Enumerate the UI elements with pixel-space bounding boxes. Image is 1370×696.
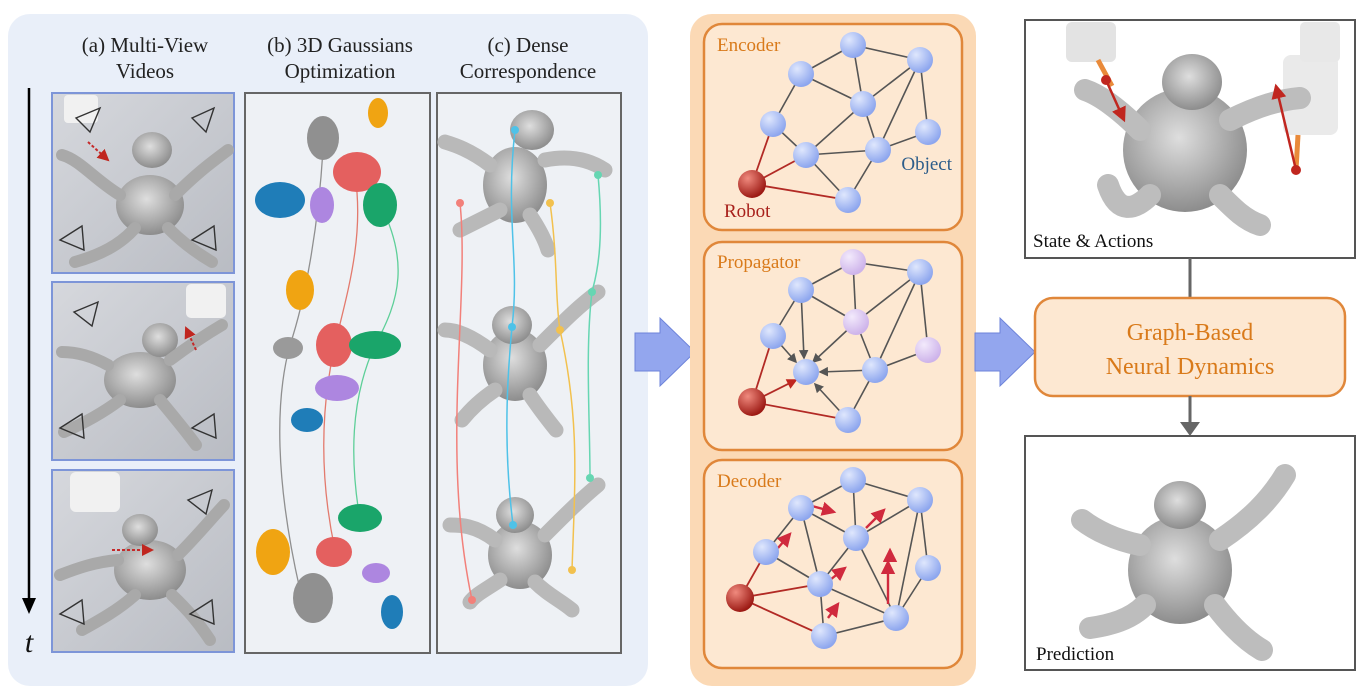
gaussian-ellipsoid bbox=[316, 537, 352, 567]
gaussian-ellipsoid bbox=[316, 323, 352, 367]
gaussian-ellipsoid bbox=[333, 152, 381, 192]
track-point bbox=[509, 521, 517, 529]
dynamics-model-box: Graph-Based Neural Dynamics bbox=[1033, 296, 1347, 398]
graph-node bbox=[840, 249, 866, 275]
gaussian-ellipsoid bbox=[293, 573, 333, 623]
graph-node bbox=[843, 309, 869, 335]
decoder-label: Decoder bbox=[717, 471, 782, 492]
graph-node bbox=[883, 605, 909, 631]
graph-node bbox=[788, 277, 814, 303]
gaussian-ellipsoid bbox=[256, 529, 290, 575]
robot-node bbox=[738, 388, 766, 416]
graph-node bbox=[865, 137, 891, 163]
state-actions-box: State & Actions bbox=[1024, 19, 1356, 259]
graph-node bbox=[840, 32, 866, 58]
graph-node bbox=[835, 407, 861, 433]
video-frame-2 bbox=[51, 281, 235, 461]
graph-node bbox=[753, 539, 779, 565]
col-a-title-line1: (a) Multi-View bbox=[82, 33, 209, 57]
graph-node bbox=[907, 487, 933, 513]
track-point bbox=[594, 171, 602, 179]
track-point bbox=[511, 126, 519, 134]
dynamics-title-line2: Neural Dynamics bbox=[1106, 354, 1275, 380]
encoder-label: Encoder bbox=[717, 35, 781, 56]
col-a-title-line2: Videos bbox=[116, 59, 174, 83]
gaussian-ellipsoid bbox=[381, 595, 403, 629]
graph-node bbox=[915, 555, 941, 581]
prediction-caption: Prediction bbox=[1036, 644, 1115, 665]
gaussian-ellipsoid bbox=[315, 375, 359, 401]
graph-node bbox=[835, 187, 861, 213]
graph-node bbox=[760, 111, 786, 137]
robot-node bbox=[738, 170, 766, 198]
dynamics-title-line1: Graph-Based bbox=[1127, 320, 1254, 346]
track-point bbox=[456, 199, 464, 207]
graph-node bbox=[807, 571, 833, 597]
col-b-title-line2: Optimization bbox=[285, 59, 396, 83]
robot-label: Robot bbox=[724, 201, 771, 222]
video-frame-1 bbox=[51, 92, 235, 274]
gaussians-box bbox=[244, 92, 431, 654]
state-actions-caption: State & Actions bbox=[1033, 231, 1153, 252]
gaussian-ellipsoid bbox=[338, 504, 382, 532]
graph-node bbox=[793, 142, 819, 168]
graph-node bbox=[850, 91, 876, 117]
graph-node bbox=[788, 61, 814, 87]
object-label: Object bbox=[901, 154, 952, 175]
gaussian-ellipsoid bbox=[286, 270, 314, 310]
track-point bbox=[586, 474, 594, 482]
decoder-box: Decoder bbox=[702, 458, 964, 670]
gaussian-ellipsoid bbox=[363, 183, 397, 227]
graph-node bbox=[788, 495, 814, 521]
gaussian-ellipsoid bbox=[362, 563, 390, 583]
graph-node bbox=[811, 623, 837, 649]
gaussian-ellipsoid bbox=[310, 187, 334, 223]
time-axis-arrowhead bbox=[22, 598, 36, 614]
track-point bbox=[546, 199, 554, 207]
gaussian-ellipsoid bbox=[349, 331, 401, 359]
flow-arrow-2 bbox=[974, 316, 1036, 388]
connector-arrowhead bbox=[1180, 422, 1200, 436]
graph-node bbox=[760, 323, 786, 349]
track-point bbox=[588, 288, 596, 296]
track-point bbox=[508, 323, 516, 331]
graph-node bbox=[843, 525, 869, 551]
col-c-title-line1: (c) Dense bbox=[487, 33, 568, 57]
track-point bbox=[468, 596, 476, 604]
propagator-label: Propagator bbox=[717, 252, 801, 273]
track-point bbox=[568, 566, 576, 574]
propagator-box: Propagator bbox=[702, 240, 964, 452]
gaussian-ellipsoid bbox=[291, 408, 323, 432]
col-b-title-line1: (b) 3D Gaussians bbox=[267, 33, 413, 57]
gaussian-ellipsoid bbox=[255, 182, 305, 218]
graph-node bbox=[862, 357, 888, 383]
flow-arrow-1 bbox=[634, 316, 696, 388]
time-label: t bbox=[25, 626, 34, 659]
graph-node bbox=[915, 337, 941, 363]
gaussian-ellipsoid bbox=[307, 116, 339, 160]
video-frame-3 bbox=[51, 469, 235, 653]
plush-pose-1 bbox=[437, 110, 613, 258]
graph-node bbox=[840, 467, 866, 493]
gaussian-ellipsoid bbox=[273, 337, 303, 359]
graph-node bbox=[915, 119, 941, 145]
encoder-box: Encoder Object Robot bbox=[702, 22, 964, 232]
correspondence-box bbox=[436, 92, 622, 654]
graph-node bbox=[907, 47, 933, 73]
graph-node bbox=[793, 359, 819, 385]
graph-node bbox=[907, 259, 933, 285]
col-c-title-line2: Correspondence bbox=[460, 59, 596, 83]
prediction-box: Prediction bbox=[1024, 435, 1356, 671]
track-point bbox=[556, 326, 564, 334]
gaussian-ellipsoid bbox=[368, 98, 388, 128]
robot-node bbox=[726, 584, 754, 612]
